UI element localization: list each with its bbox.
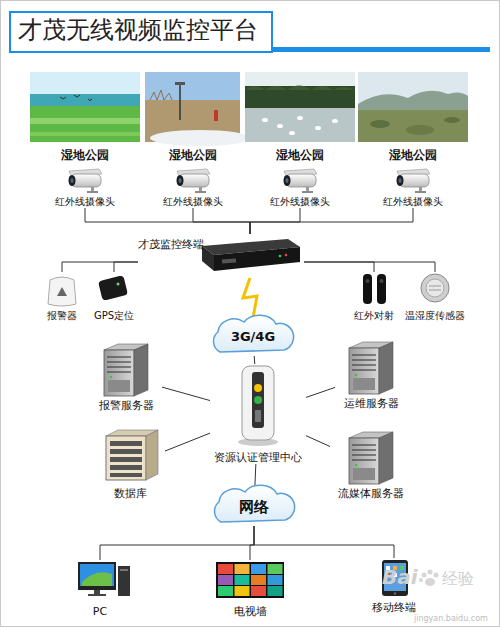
node-text: 温湿度传感器 [405,310,465,322]
cloud-shape [214,315,294,352]
node-text: 湿地公园 [61,148,109,162]
node-text: 红外线摄像头 [383,196,443,208]
connector-line [254,526,394,558]
photo-caption-box: 湿地公园 [145,72,240,162]
node-text: 网络 [239,498,269,516]
camera-node: 红外线摄像头 [373,168,453,208]
watermark-paw [419,570,439,587]
photo-caption-box: 湿地公园 [358,72,468,162]
title-frame [10,12,272,52]
connector-line [62,262,138,272]
title-bar [272,47,490,52]
connector-line [304,262,435,272]
node-text: 才茂监控终端 [138,238,204,251]
node-text: 湿地公园 [169,148,217,162]
database-icon [106,430,158,480]
auth-center-node: 资源认证管理中心 [210,364,306,464]
connector-line [165,433,210,451]
sensor-node: 报警器 [40,272,84,322]
node-text: 资源认证管理中心 [214,451,302,464]
node-text: 红外对射 [354,310,394,322]
infrared-beam-icon [363,274,386,304]
connector-line [114,262,138,272]
connector-line [193,208,250,234]
alarm-icon [48,277,76,306]
camera-node: 红外线摄像头 [153,168,233,208]
sensor-node: 红外对射 [346,272,402,322]
node-text: 红外线摄像头 [163,196,223,208]
gps-icon [98,275,128,301]
connector-line [306,436,330,447]
node-text: 报警服务器 [99,399,154,412]
cloud-node: 3G/4G [205,318,301,356]
sensor-icon [421,274,449,302]
wetland-photo [145,72,250,146]
connector-line [100,526,254,560]
node-text: 运维服务器 [344,397,399,410]
node-text: 电视墙 [234,605,267,618]
wetland-photo [30,72,140,142]
wetland-photo [245,72,355,142]
node-text: 3G/4G [231,329,275,345]
node-text: 流媒体服务器 [338,487,404,500]
node-text: 数据库 [114,487,147,500]
auth-center-device [238,366,278,446]
node-text: GPS定位 [94,310,134,322]
camera-icon [69,169,103,193]
watermark-text: jingyan.baidu.com [414,614,488,624]
server-icon [349,342,393,394]
connector-line [250,208,413,234]
connector-line [250,208,300,234]
pc-icon [78,562,130,596]
camera-icon [284,169,318,193]
node-text: 湿地公园 [389,148,437,162]
photo-caption-box: 湿地公园 [245,72,355,162]
camera-node: 红外线摄像头 [260,168,340,208]
server-icon [349,432,393,484]
node-text: 报警器 [47,310,77,322]
client-node: 电视墙 [210,560,290,618]
photo-caption-box: 湿地公园 [30,72,140,162]
camera-icon [177,169,211,193]
terminal-node: 才茂监控终端 [138,234,304,278]
diagram-title: 才茂无线视频监控平台 [18,15,258,46]
watermark-text: Bai [382,565,418,589]
connector-line [255,464,256,488]
node-text: 湿地公园 [276,148,324,162]
cloud-shape [215,485,295,522]
database-node: 数据库 [95,430,165,500]
watermark-text: 经验 [442,569,474,588]
client-node: PC [68,560,132,618]
server-node: 流媒体服务器 [330,430,412,500]
server-icon [104,344,148,396]
cloud-node: 网络 [206,488,302,526]
camera-node: 红外线摄像头 [45,168,125,208]
server-node: 运维服务器 [335,340,407,410]
wetland-photo [358,72,468,142]
connector-line [162,387,210,400]
node-text: PC [93,605,107,618]
node-text: 红外线摄像头 [55,196,115,208]
sensor-node: 温湿度传感器 [398,272,472,322]
terminal-device [202,239,300,271]
wireless-link [243,278,257,318]
node-text: 移动终端 [372,601,416,614]
connector-line [85,208,250,234]
node-text: 红外线摄像头 [270,196,330,208]
connector-line [306,387,335,397]
camera-icon [397,169,431,193]
connector-line [254,356,256,364]
connector-line [304,262,374,272]
sensor-node: GPS定位 [86,272,142,322]
connector-line [250,526,254,560]
video-wall-icon [216,562,284,598]
server-node: 报警服务器 [90,342,162,412]
